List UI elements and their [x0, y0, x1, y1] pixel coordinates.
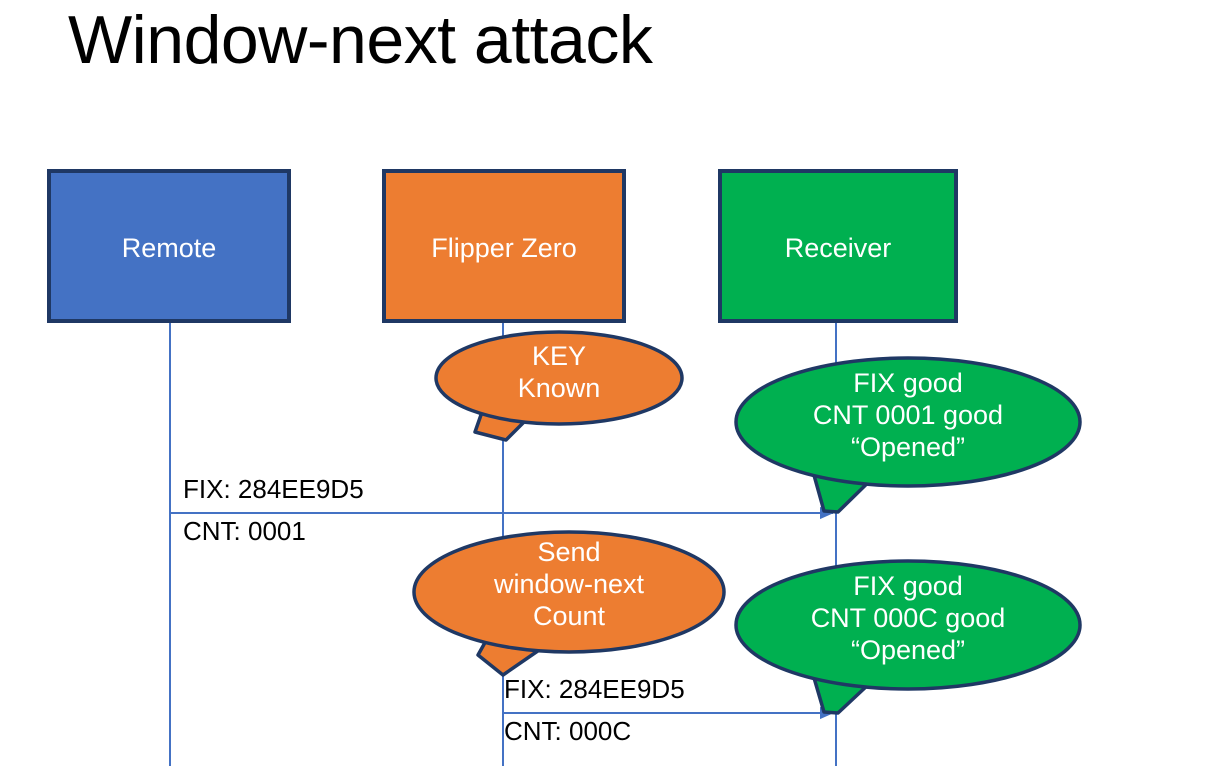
callout-label-key-known: KEY Known — [436, 341, 682, 405]
callout-line: Known — [517, 372, 601, 403]
callout-bubble-send-window-next — [412, 530, 726, 654]
callout-line: KEY — [531, 341, 587, 371]
callout-label-receiver-ack-2: FIX good CNT 000C good “Opened” — [736, 571, 1080, 667]
actor-label-receiver: Receiver — [784, 233, 892, 263]
callout-label-receiver-ack-1: FIX good CNT 0001 good “Opened” — [736, 368, 1080, 464]
message-label-above-remote-to-receiver: FIX: 284EE9D5 — [183, 474, 364, 504]
callout-line: CNT 000C good — [810, 602, 1006, 633]
callout-send-window-next — [412, 530, 726, 677]
callout-label-send-window-next: Send window-next Count — [414, 537, 724, 633]
actor-label-flipper-zero: Flipper Zero — [431, 233, 577, 263]
actor-box-flipper-zero — [382, 169, 626, 323]
callout-line: “Opened” — [850, 431, 966, 462]
callout-bubble-key-known — [434, 330, 684, 426]
callout-receiver-ack-2 — [734, 559, 1082, 715]
message-label-below-flipper-to-receiver: CNT: 000C — [504, 716, 632, 746]
callout-line: Count — [532, 600, 606, 631]
callout-line: FIX good — [853, 368, 963, 398]
page-title: Window-next attack — [68, 2, 653, 78]
callout-bubble-receiver-ack-1 — [734, 356, 1082, 488]
callout-line: “Opened” — [850, 634, 966, 665]
actor-box-receiver — [718, 169, 958, 323]
actor-label-remote: Remote — [121, 233, 217, 263]
message-label-above-flipper-to-receiver: FIX: 284EE9D5 — [504, 674, 685, 704]
callout-line: CNT 0001 good — [812, 399, 1004, 430]
callout-line: window-next — [493, 568, 645, 599]
message-label-below-remote-to-receiver: CNT: 0001 — [183, 516, 306, 546]
callout-receiver-ack-1 — [734, 356, 1082, 514]
callout-line: Send — [537, 537, 601, 567]
callout-bubble-receiver-ack-2 — [734, 559, 1082, 691]
actor-box-remote — [47, 169, 291, 323]
callout-line: FIX good — [853, 571, 963, 601]
callout-key-known — [434, 330, 684, 442]
